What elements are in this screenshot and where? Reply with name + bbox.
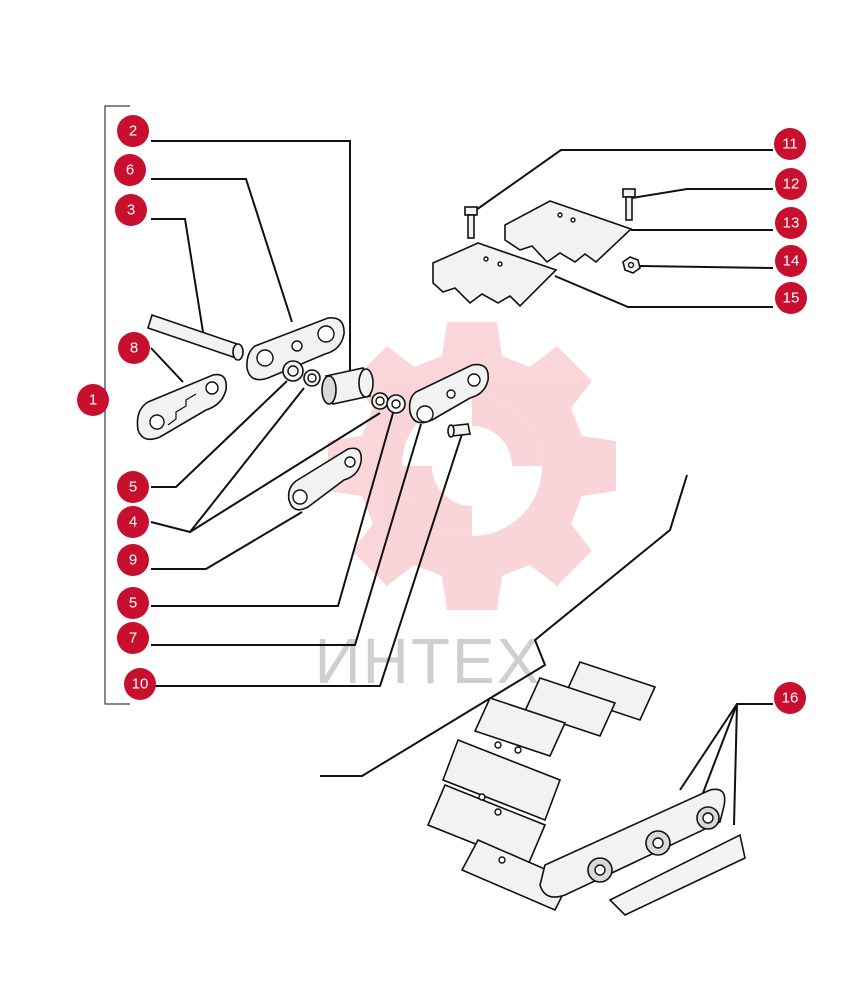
svg-text:3: 3	[127, 202, 135, 219]
washer-4a-part	[282, 360, 304, 382]
pin-3-part	[147, 313, 244, 361]
svg-text:4: 4	[129, 514, 137, 531]
callout-2: 2	[117, 115, 149, 147]
callout-16: 16	[774, 682, 806, 714]
bolt-11-part	[464, 206, 478, 239]
seal-5b-part	[371, 392, 389, 410]
svg-text:5: 5	[129, 595, 137, 612]
watermark-gear-icon	[328, 322, 616, 610]
track-shoe-15-part	[432, 242, 558, 308]
link-8-part	[136, 373, 228, 441]
svg-text:7: 7	[129, 630, 137, 647]
svg-text:14: 14	[783, 253, 800, 270]
callout-7: 7	[117, 622, 149, 654]
link-7-part	[408, 363, 489, 424]
bushing-2-part	[321, 367, 374, 405]
svg-text:13: 13	[783, 215, 800, 232]
link-9-part	[287, 447, 363, 511]
svg-text:12: 12	[783, 176, 800, 193]
callout-10: 10	[124, 668, 156, 700]
callout-11: 11	[774, 128, 806, 160]
callout-6: 6	[114, 154, 146, 186]
svg-text:1: 1	[89, 392, 97, 409]
svg-text:6: 6	[126, 162, 134, 179]
callout-3: 3	[115, 194, 147, 226]
track-assembly-16-part	[426, 661, 746, 916]
svg-text:15: 15	[783, 290, 800, 307]
link-6-part	[246, 317, 345, 381]
callout-13: 13	[775, 207, 807, 239]
nut-14-part	[622, 256, 641, 274]
svg-text:16: 16	[782, 690, 799, 707]
svg-text:5: 5	[129, 479, 137, 496]
pin-10-part	[447, 423, 471, 438]
bolt-12-part	[622, 188, 636, 221]
washer-4b-part	[386, 394, 406, 414]
callout-15: 15	[775, 282, 807, 314]
callout-8: 8	[118, 332, 150, 364]
callout-4: 4	[117, 506, 149, 538]
svg-text:11: 11	[782, 136, 798, 153]
leader-lines	[150, 140, 774, 826]
callout-9: 9	[117, 544, 149, 576]
svg-text:8: 8	[130, 340, 138, 357]
callout-5a: 5	[117, 471, 149, 503]
track-shoe-13-part	[504, 200, 633, 264]
callout-1: 1	[77, 384, 109, 416]
callout-12: 12	[775, 168, 807, 200]
svg-text:10: 10	[132, 676, 149, 693]
seal-5a-part	[303, 369, 321, 387]
callout-14: 14	[775, 245, 807, 277]
svg-text:9: 9	[129, 552, 137, 569]
callout-5b: 5	[117, 587, 149, 619]
svg-text:2: 2	[129, 123, 137, 140]
